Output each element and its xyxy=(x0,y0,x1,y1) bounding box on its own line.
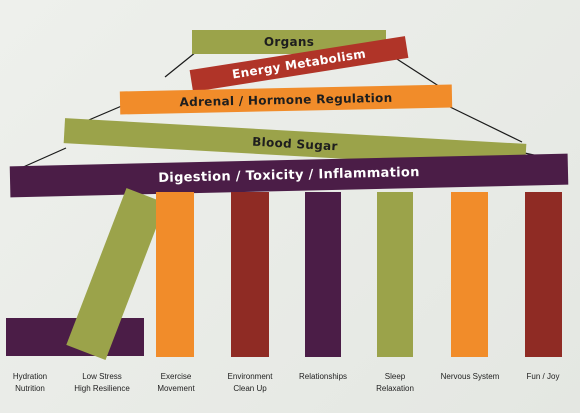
pillar-fun-joy xyxy=(525,192,562,357)
tier-adrenal-label: Adrenal / Hormone Regulation xyxy=(179,90,393,109)
label-fun-joy: Fun / Joy xyxy=(526,372,560,381)
tier-digestion-label: Digestion / Toxicity / Inflammation xyxy=(158,165,420,186)
pillar-relationships xyxy=(305,192,341,357)
tier-organs-label: Organs xyxy=(263,35,315,49)
pillar-nervous-system xyxy=(451,192,488,357)
label-environment: Environment Clean Up xyxy=(227,372,273,393)
pillar-environment xyxy=(231,192,269,357)
tier-blood-label: Blood Sugar xyxy=(251,134,339,153)
label-low-stress: Low Stress High Resilience xyxy=(74,372,130,393)
label-nervous-system: Nervous System xyxy=(440,372,500,381)
label-exercise: Exercise Movement xyxy=(157,372,195,393)
label-sleep: Sleep Relaxation xyxy=(376,372,414,393)
label-relationships: Relationships xyxy=(298,372,348,381)
pillar-exercise xyxy=(156,192,194,357)
label-hydration-nutrition: Hydration Nutrition xyxy=(12,372,48,393)
pillar-sleep xyxy=(377,192,413,357)
